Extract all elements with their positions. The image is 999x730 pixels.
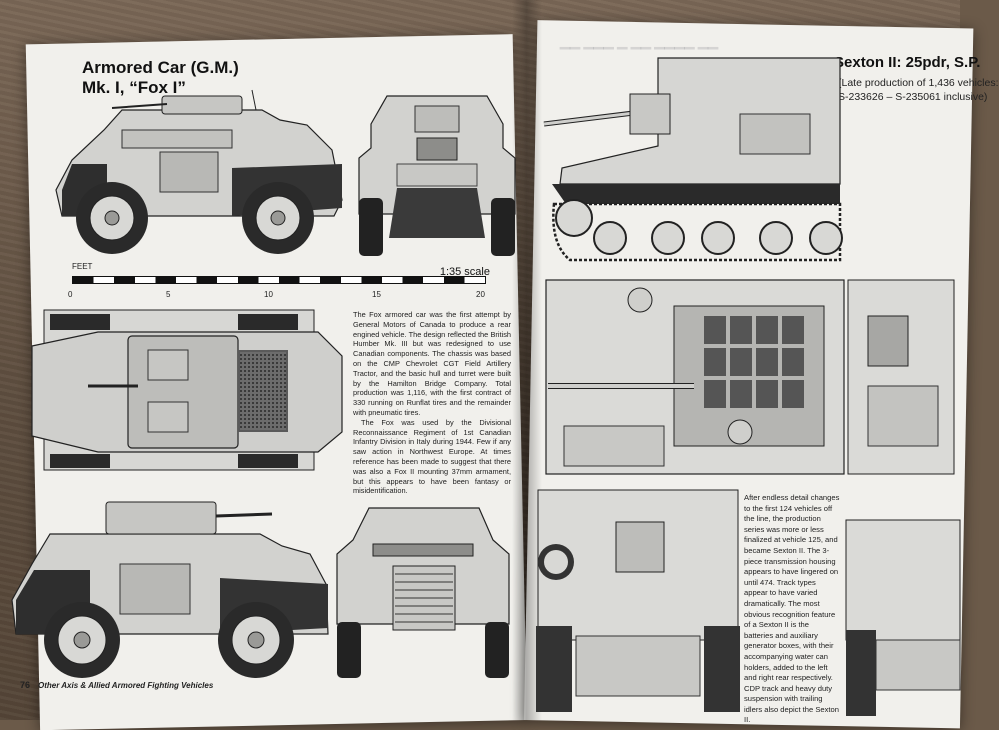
fox-front-view-drawing xyxy=(358,95,516,256)
left-page-title: Armored Car (G.M.) Mk. I, “Fox I” xyxy=(82,58,239,98)
sexton-detail-view-drawing xyxy=(847,279,955,475)
title-line-2: Mk. I, “Fox I” xyxy=(82,78,186,97)
description-paragraph: The Fox armored car was the first attemp… xyxy=(353,310,511,417)
book-title: Other Axis & Allied Armored Fighting Veh… xyxy=(38,681,214,690)
scale-tick: 15 xyxy=(372,290,381,299)
bleed-through-text: ▁▁ ▁▁▁ ▁ ▁▁ ▁▁▁▁ ▁▁ xyxy=(560,34,719,49)
scale-ratio-label: 1:35 scale xyxy=(439,266,490,278)
fox-side-view-drawing xyxy=(55,89,343,254)
scale-tick: 5 xyxy=(166,290,171,299)
fox-rear-view-drawing xyxy=(336,507,510,678)
subtitle-line-2: S-233626 – S-235061 inclusive) xyxy=(838,91,988,103)
right-page-title: Sexton II: 25pdr, S.P. xyxy=(834,54,981,71)
subtitle-line-1: (Late production of 1,436 vehicles: xyxy=(838,77,999,89)
page-number: 76 xyxy=(20,680,31,690)
sexton-rear-view-drawing xyxy=(536,489,740,712)
fox-side-view-opposite-drawing xyxy=(11,501,329,678)
sexton-description: After endless detail changes to the firs… xyxy=(744,493,840,725)
scale-bar: FEET 1:35 scale 0 5 10 15 20 xyxy=(66,262,496,310)
scale-tick: 20 xyxy=(476,290,485,299)
scale-feet-label: FEET xyxy=(72,262,93,271)
right-page-subtitle: (Late production of 1,436 vehicles: S-23… xyxy=(838,76,999,104)
sexton-side-view-drawing xyxy=(543,57,843,262)
description-paragraph: The Fox was used by the Divisional Recon… xyxy=(353,417,511,496)
fox-description: The Fox armored car was the first attemp… xyxy=(353,310,511,496)
left-page-footer: 76 Other Axis & Allied Armored Fighting V… xyxy=(20,680,213,690)
title-line-1: Armored Car (G.M.) xyxy=(82,58,239,77)
sexton-top-view-drawing xyxy=(545,279,845,475)
scale-tick: 0 xyxy=(68,290,73,299)
fox-top-view-drawing xyxy=(31,309,343,471)
sexton-front-view-drawing xyxy=(845,519,961,716)
scale-tick: 10 xyxy=(264,290,273,299)
scale-ruler xyxy=(72,276,486,284)
